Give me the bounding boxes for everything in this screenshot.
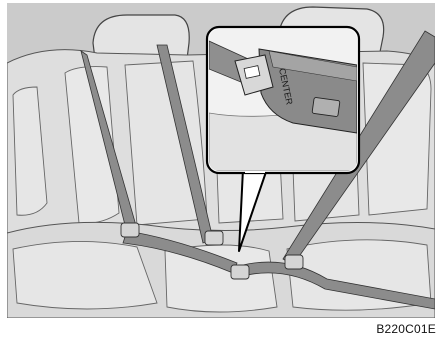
rear-seat-illustration: CENTER — [7, 3, 435, 318]
center-buckle — [205, 231, 223, 245]
illustration-svg: CENTER — [7, 3, 435, 318]
center-tongue — [231, 265, 249, 279]
figure-code: B220C01E — [376, 322, 436, 336]
left-buckle — [121, 223, 139, 237]
right-buckle — [285, 255, 303, 269]
left-headrest — [93, 15, 189, 59]
callout-detail: CENTER — [209, 29, 357, 171]
